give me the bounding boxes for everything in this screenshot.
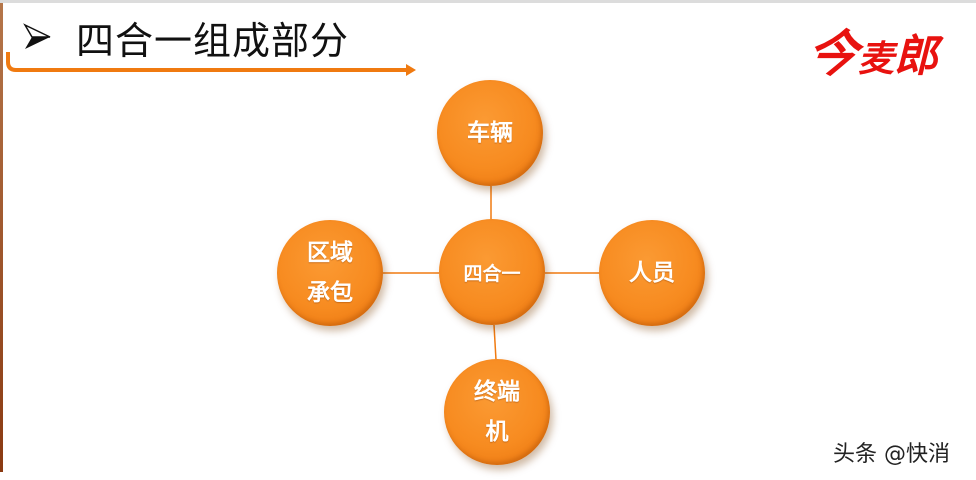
node-area-contract: 区域 承包 [277, 220, 383, 326]
watermark: 头条 @快消 [833, 442, 950, 467]
arrow-bullet-icon [23, 23, 51, 49]
top-border [0, 0, 976, 3]
node-label-line-2: 承包 [307, 280, 353, 306]
node-label: 四合一 [463, 262, 521, 285]
logo-char-3: 郎 [894, 31, 939, 82]
brand-logo: 今麦郎 [803, 14, 939, 86]
left-accent-bar [0, 3, 3, 472]
logo-char-2: 麦 [858, 38, 895, 80]
node-vehicle: 车辆 [437, 80, 543, 186]
node-personnel: 人员 [599, 220, 705, 326]
node-label: 人员 [629, 260, 675, 286]
title-underline-arrow-icon [6, 52, 416, 76]
slide-title: 四合一组成部分 [76, 18, 350, 63]
node-terminal: 终端 机 [444, 359, 550, 465]
node-label-line-2: 机 [485, 419, 509, 445]
node-label-line-1: 终端 [474, 379, 520, 405]
node-label: 车辆 [467, 120, 513, 146]
title-row: 四合一组成部分 [22, 12, 350, 63]
node-center-four-in-one: 四合一 [439, 219, 545, 325]
node-label-line-1: 区域 [307, 240, 353, 266]
